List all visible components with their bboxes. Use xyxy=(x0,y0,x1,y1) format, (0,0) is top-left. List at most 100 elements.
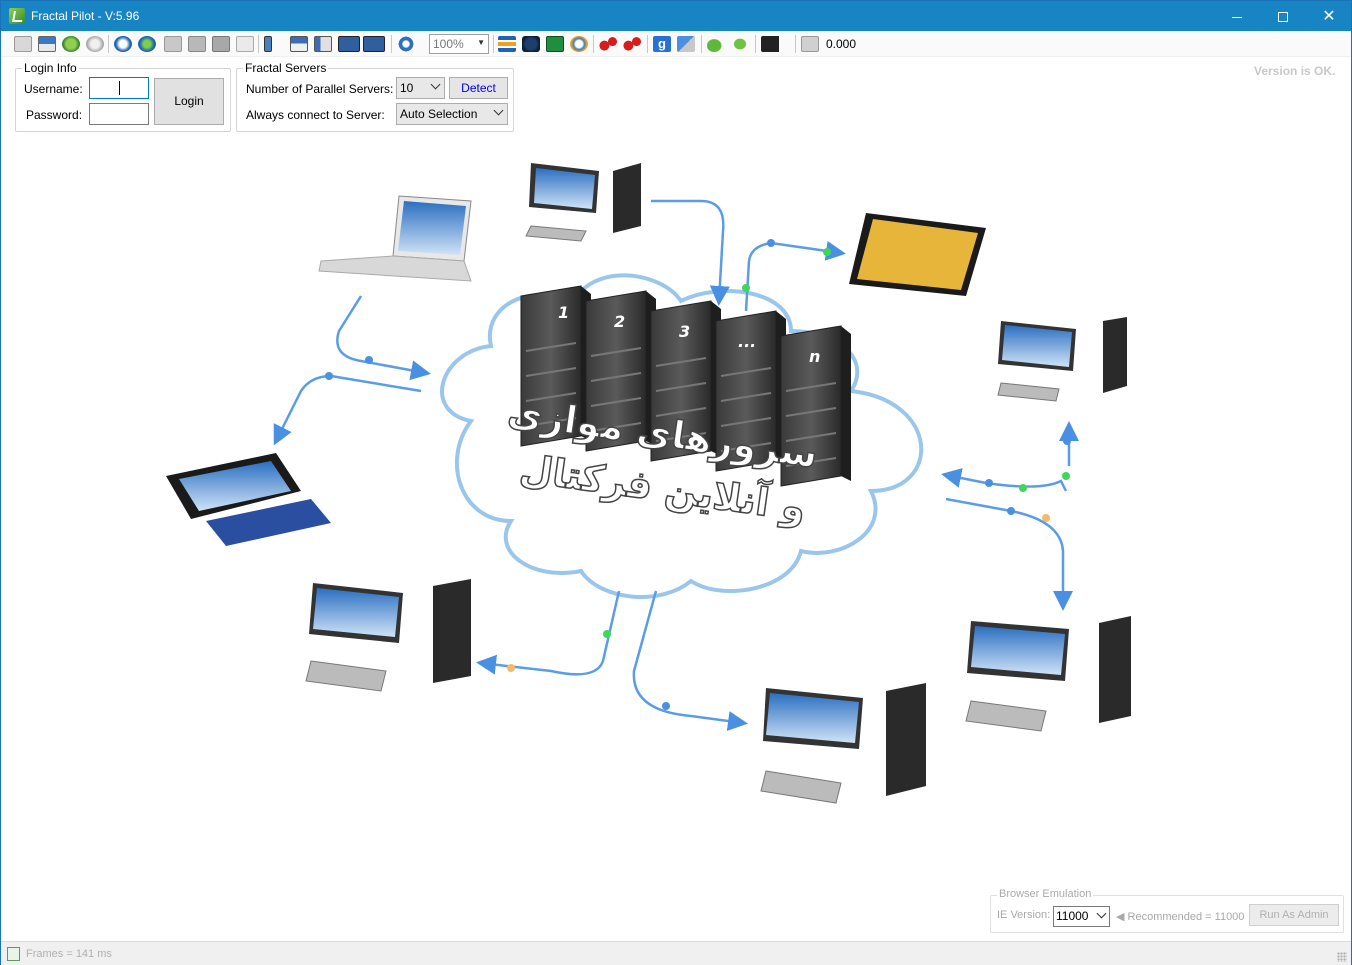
desktop-bottom-left xyxy=(305,579,471,692)
leaf-icon[interactable] xyxy=(731,36,749,52)
desktop-bottom-right xyxy=(965,616,1131,732)
login-button[interactable]: Login xyxy=(154,78,224,125)
password-input[interactable] xyxy=(89,103,149,125)
google-icon[interactable]: g xyxy=(653,36,671,52)
video-clapper-icon[interactable] xyxy=(761,36,787,52)
detect-button[interactable]: Detect xyxy=(449,77,508,99)
server-label-3: 3 xyxy=(679,322,690,341)
connect-server-select[interactable]: Auto Selection xyxy=(396,103,508,125)
chevron-down-icon xyxy=(430,79,441,90)
ie-refresh-icon[interactable] xyxy=(114,36,132,52)
desktop-right-upper xyxy=(997,317,1127,402)
ie-check-icon[interactable] xyxy=(138,36,156,52)
frames-status: Frames = 141 ms xyxy=(26,948,112,960)
molecule-s-icon[interactable] xyxy=(623,36,641,52)
password-label: Password: xyxy=(26,108,83,122)
chevron-down-icon: ▼ xyxy=(477,38,485,47)
print-icon[interactable] xyxy=(188,36,206,52)
print-preview-icon[interactable] xyxy=(164,36,182,52)
chevron-down-icon xyxy=(493,105,504,116)
connect-server-value: Auto Selection xyxy=(400,107,478,121)
login-info-title: Login Info xyxy=(22,61,79,75)
username-label: Username: xyxy=(24,82,83,96)
maximize-button[interactable] xyxy=(1260,1,1306,31)
toolbar-separator xyxy=(258,35,259,53)
title-bar: Fractal Pilot - V:5.96 ✕ xyxy=(1,1,1351,31)
zoom-select[interactable]: 100% ▼ xyxy=(429,34,489,54)
username-input[interactable] xyxy=(89,77,149,99)
connection-nodes xyxy=(325,239,1071,710)
parallel-servers-label: Number of Parallel Servers: xyxy=(246,82,394,96)
translate-icon[interactable] xyxy=(677,36,695,52)
parallel-servers-value: 10 xyxy=(400,81,414,95)
server-label-n: n xyxy=(809,347,820,366)
toolbar-separator xyxy=(493,35,494,53)
connect-server-label: Always connect to Server: xyxy=(246,108,385,122)
screenshot-icon[interactable] xyxy=(38,36,56,52)
maximize-icon xyxy=(1278,12,1288,23)
leaf-refresh-icon[interactable] xyxy=(707,36,725,52)
vertical-split-icon[interactable] xyxy=(264,36,272,52)
page-icon[interactable] xyxy=(236,36,254,52)
save-disk-icon[interactable] xyxy=(212,36,230,52)
speed-dial-icon[interactable] xyxy=(522,36,540,52)
connection-arrows xyxy=(273,199,1079,731)
ie-browser-icon[interactable] xyxy=(86,36,104,52)
bar-chart-icon[interactable] xyxy=(498,36,516,52)
monitor-left-icon[interactable] xyxy=(338,36,360,52)
desktop-top-center xyxy=(525,163,641,242)
counter-icon xyxy=(801,36,819,52)
laptop-device xyxy=(318,195,472,282)
toolbar-separator xyxy=(755,35,756,53)
recommended-version-text: ◀ Recommended = 11000 xyxy=(1116,911,1245,923)
toolbar-separator xyxy=(701,35,702,53)
stats-chart-icon[interactable] xyxy=(546,36,564,52)
status-page-icon xyxy=(7,947,20,961)
server-label-1: 1 xyxy=(558,303,569,322)
toolbar: 100% ▼ g 0.000 xyxy=(1,31,1351,57)
toolbar-separator xyxy=(795,35,796,53)
close-button[interactable]: ✕ xyxy=(1306,1,1352,31)
close-icon: ✕ xyxy=(1322,8,1336,25)
tablet-device xyxy=(849,213,986,296)
layout-side-icon[interactable] xyxy=(314,36,332,52)
toolbar-separator xyxy=(391,35,392,53)
counter-value: 0.000 xyxy=(826,37,857,51)
desktop-bottom-center xyxy=(760,683,926,804)
login-info-group: Login Info xyxy=(15,61,231,132)
smartphone-devices xyxy=(166,453,331,546)
settings-gear-icon[interactable] xyxy=(397,36,415,52)
minimize-button[interactable] xyxy=(1214,1,1260,31)
ie-version-value: 11000 xyxy=(1056,909,1089,923)
version-status: Version is OK. xyxy=(1254,64,1336,78)
browser-emulation-group: Browser Emulation xyxy=(990,888,1344,933)
fractal-servers-title: Fractal Servers xyxy=(243,61,329,75)
resize-grip[interactable] xyxy=(1337,952,1347,962)
monitor-right-icon[interactable] xyxy=(363,36,385,52)
status-bar: Frames = 141 ms xyxy=(1,941,1351,965)
server-rack-group: 1 2 3 ... n xyxy=(520,285,851,487)
ie-version-label: IE Version: xyxy=(997,909,1051,921)
molecule-i-icon[interactable] xyxy=(599,36,617,52)
browser-emulation-title: Browser Emulation xyxy=(997,888,1094,900)
go-green-icon[interactable] xyxy=(62,36,80,52)
layout-top-icon[interactable] xyxy=(290,36,308,52)
fractal-servers-group: Fractal Servers xyxy=(236,61,514,132)
toolbar-separator xyxy=(647,35,648,53)
zoom-value: 100% xyxy=(433,37,464,51)
toolbar-separator xyxy=(108,35,109,53)
server-label-2: 2 xyxy=(614,312,625,331)
toolbar-separator xyxy=(593,35,594,53)
window-title: Fractal Pilot - V:5.96 xyxy=(31,9,140,23)
server-label-dots: ... xyxy=(738,332,756,351)
run-as-admin-button[interactable]: Run As Admin xyxy=(1249,904,1339,926)
gauge-icon[interactable] xyxy=(570,36,588,52)
network-diagram: 1 2 3 ... n xyxy=(166,163,1131,804)
minimize-icon xyxy=(1232,16,1242,18)
text-caret xyxy=(119,81,120,95)
parallel-servers-select[interactable]: 10 xyxy=(396,77,445,99)
open-folder-icon[interactable] xyxy=(14,36,32,52)
app-logo-icon xyxy=(9,8,25,24)
ie-version-select[interactable]: 11000 xyxy=(1053,906,1110,927)
